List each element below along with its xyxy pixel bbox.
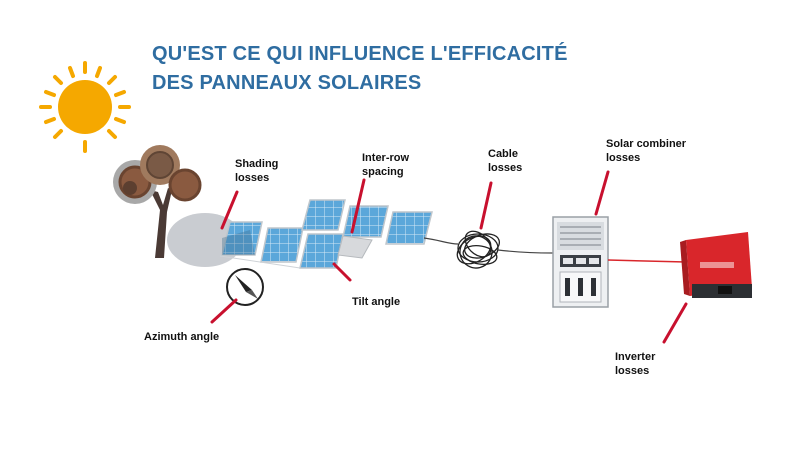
solar-panel [301,199,346,231]
page-title: QU'EST CE QUI INFLUENCE L'EFFICACITÉ DES… [152,40,568,98]
solar-panel [221,221,263,256]
title-line-1: QU'EST CE QUI INFLUENCE L'EFFICACITÉ [152,43,568,65]
tree-icon [113,145,202,258]
tilt-wedge [337,235,373,259]
azimuth-angle-label: Azimuth angle [144,331,220,343]
solar-panel-array [221,199,433,269]
label-pointers [210,170,688,344]
solar-panel [385,211,433,245]
shading-losses-label: Shading losses [235,158,279,184]
inverter-losses-label: Inverter losses [615,351,656,377]
title-line-2: DES PANNEAUX SOLAIRES [152,72,422,94]
solar-panel [342,205,389,238]
tilt-angle-label: Tilt angle [352,296,401,308]
inverter-icon [680,232,752,298]
sun-icon [39,61,131,153]
inter-row-spacing-label: Inter-row spacing [362,152,410,178]
solar-panel [299,233,344,269]
solar-combiner-losses-label: Solar combiner losses [606,138,687,164]
compass-icon [226,268,264,306]
cable-coil-icon [456,230,500,269]
solar-panel [260,227,304,263]
cable-wire [423,237,459,245]
combiner-box-icon [552,216,609,308]
cable-losses-label: Cable losses [488,148,523,174]
